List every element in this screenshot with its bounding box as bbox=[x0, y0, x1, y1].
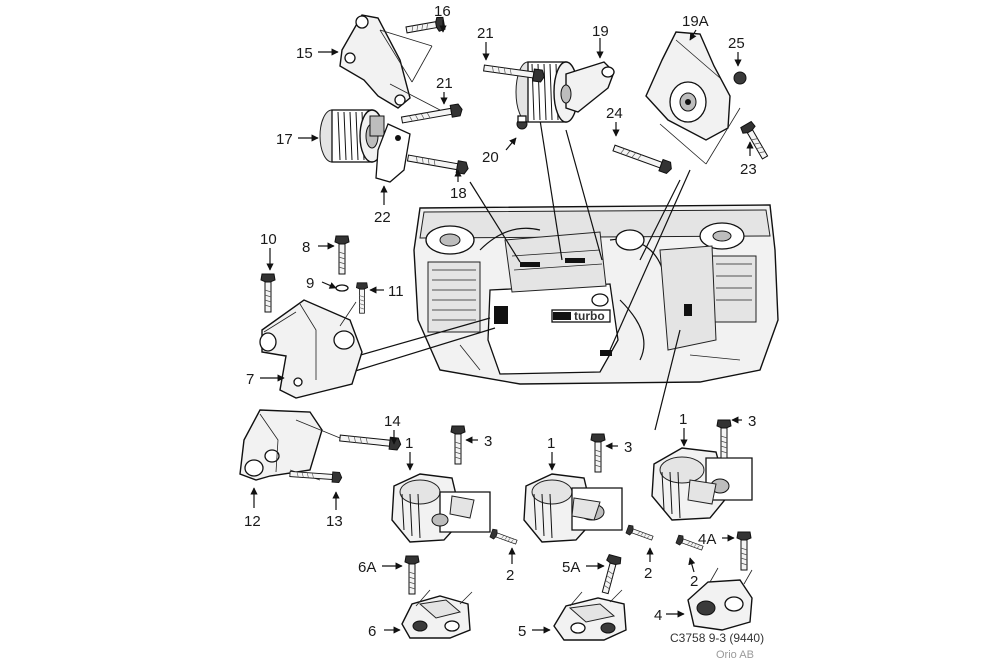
callout-3-center: 3 bbox=[624, 439, 632, 456]
bolt-3-center bbox=[590, 433, 606, 473]
bolt-4A bbox=[736, 531, 752, 571]
callout-20: 20 bbox=[482, 149, 499, 166]
bolt-5A bbox=[597, 553, 623, 596]
transmission-mount-19 bbox=[515, 61, 615, 123]
bolt-3-right bbox=[716, 419, 732, 459]
callout-14: 14 bbox=[384, 413, 401, 430]
callout-15: 15 bbox=[296, 45, 313, 62]
callout-6A: 6A bbox=[358, 559, 376, 576]
bolt-2-left bbox=[489, 528, 519, 548]
callout-9: 9 bbox=[306, 275, 314, 292]
bolt-18 bbox=[406, 151, 470, 176]
rear-mount-bracket-7 bbox=[259, 299, 363, 399]
upper-engine-mount bbox=[319, 109, 385, 163]
callout-6: 6 bbox=[368, 623, 376, 640]
callout-leaders bbox=[250, 20, 754, 634]
callout-23: 23 bbox=[740, 161, 757, 178]
callout-12: 12 bbox=[244, 513, 261, 530]
callout-13: 13 bbox=[326, 513, 343, 530]
callout-2-center: 2 bbox=[644, 565, 652, 582]
figure-code: C3758 9-3 (9440) bbox=[670, 631, 764, 645]
assembly-leader-lines bbox=[349, 119, 691, 431]
torque-rod-bracket-12 bbox=[239, 409, 341, 481]
callout-1-left: 1 bbox=[405, 435, 413, 452]
callout-18: 18 bbox=[450, 185, 467, 202]
callout-11: 11 bbox=[388, 283, 404, 300]
bolt-24 bbox=[611, 141, 674, 176]
upper-torque-arm-bracket bbox=[339, 14, 441, 111]
bolt-20 bbox=[516, 115, 528, 130]
mount-bracket-5 bbox=[553, 589, 627, 641]
callout-10: 10 bbox=[260, 231, 277, 248]
callout-7: 7 bbox=[246, 371, 254, 388]
mount-bracket-4 bbox=[687, 567, 753, 631]
mount-bracket-6 bbox=[401, 589, 473, 639]
callout-16: 16 bbox=[434, 3, 451, 20]
callout-1-right: 1 bbox=[679, 411, 687, 428]
callout-22: 22 bbox=[374, 209, 391, 226]
callout-17: 17 bbox=[276, 131, 293, 148]
bolt-23 bbox=[739, 120, 772, 162]
heat-shield bbox=[375, 123, 411, 183]
callout-19A: 19A bbox=[682, 13, 709, 30]
bolt-2-center bbox=[625, 524, 655, 544]
callout-8: 8 bbox=[302, 239, 310, 256]
bolt-8 bbox=[334, 235, 350, 275]
callout-4A: 4A bbox=[698, 531, 716, 548]
callout-4: 4 bbox=[654, 607, 662, 624]
copyright-text: Orio AB bbox=[716, 649, 754, 661]
bolt-11 bbox=[355, 282, 369, 314]
callout-labels: 16 15 21 17 18 22 21 19 20 19A 25 24 23 … bbox=[244, 3, 757, 640]
callout-24: 24 bbox=[606, 105, 623, 122]
bolt-10 bbox=[260, 273, 276, 313]
callout-21-upper: 21 bbox=[477, 25, 494, 42]
callout-2-left: 2 bbox=[506, 567, 514, 584]
callout-19: 19 bbox=[592, 23, 609, 40]
washer-9 bbox=[335, 284, 349, 292]
callout-5A: 5A bbox=[562, 559, 580, 576]
callout-5: 5 bbox=[518, 623, 526, 640]
callout-25: 25 bbox=[728, 35, 745, 52]
callout-1-center: 1 bbox=[547, 435, 555, 452]
bolt-6A bbox=[404, 555, 420, 595]
engine-badge: turbo bbox=[574, 309, 605, 323]
callout-21-lower: 21 bbox=[436, 75, 453, 92]
mount-bracket-19A bbox=[645, 31, 747, 165]
engine-mount-1-center bbox=[523, 473, 623, 543]
engine-mount-1-left bbox=[391, 473, 491, 543]
bolt-3-left bbox=[450, 425, 466, 465]
bolt-21-lower bbox=[400, 102, 464, 127]
engine-bay: turbo bbox=[413, 204, 779, 385]
bolt-14 bbox=[338, 431, 402, 451]
callout-3-left: 3 bbox=[484, 433, 492, 450]
engine-mount-1-right bbox=[651, 447, 753, 521]
callout-2-right: 2 bbox=[690, 573, 698, 590]
callout-3-right: 3 bbox=[748, 413, 756, 430]
